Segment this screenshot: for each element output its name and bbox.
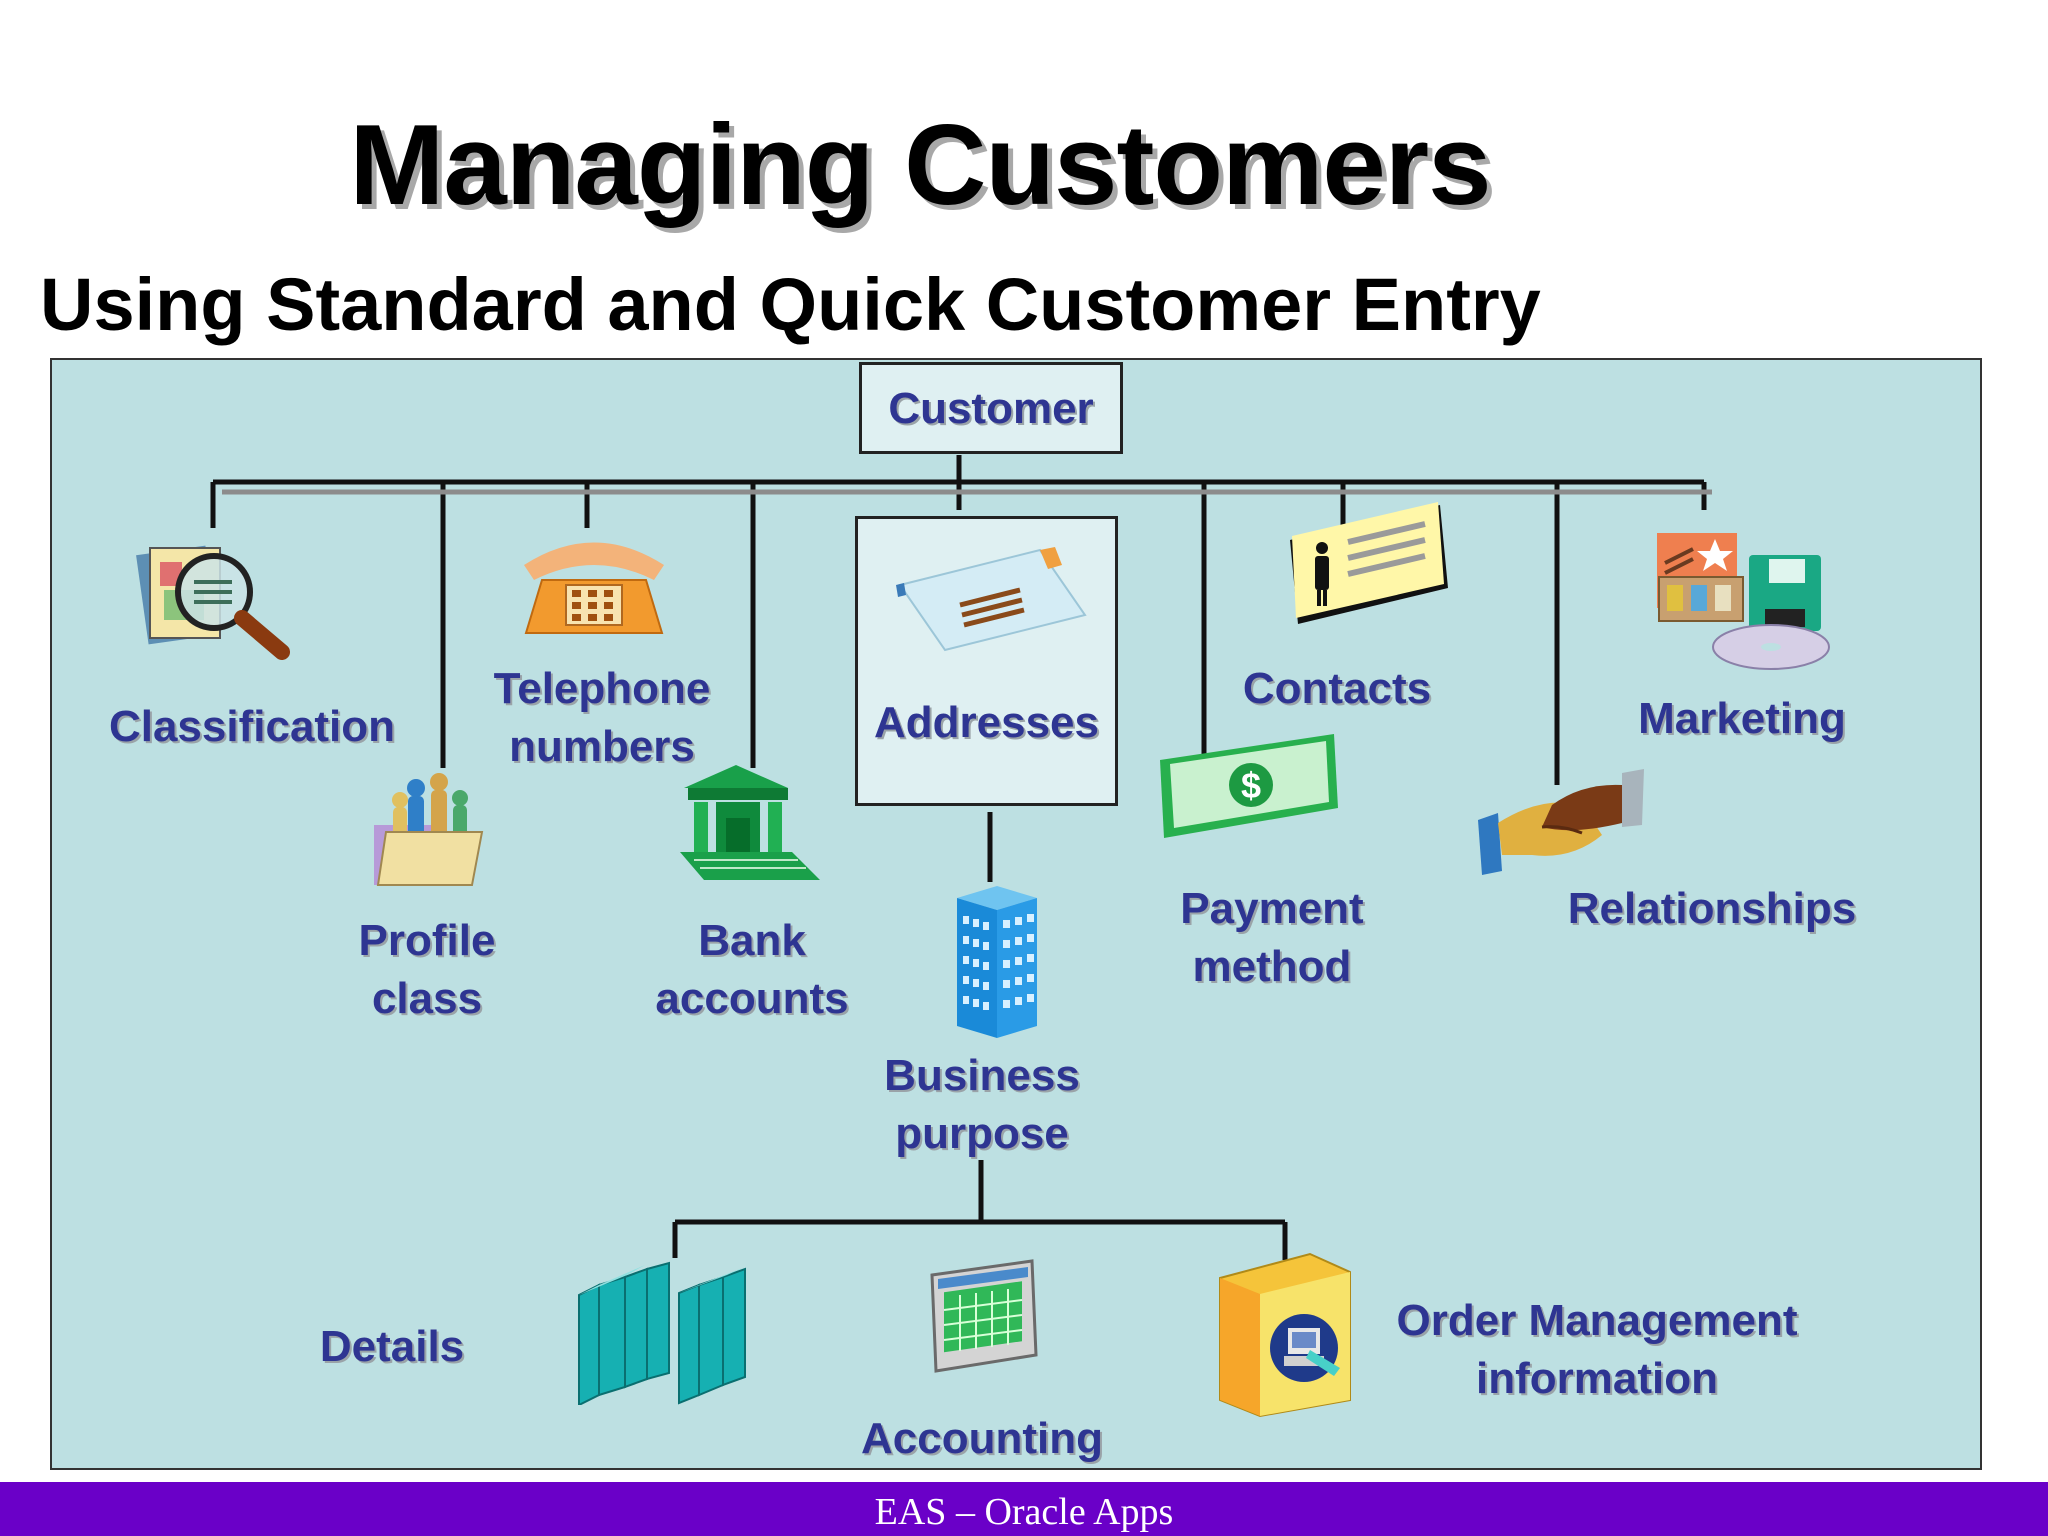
slide-subtitle: Using Standard and Quick Customer Entry — [40, 263, 1541, 346]
telephone-numbers-text: Telephone numbers — [493, 664, 711, 771]
order-management-icon — [1219, 1252, 1351, 1418]
order-management-label: Order Management information — [1367, 1292, 1827, 1408]
details-label: Details — [319, 1322, 465, 1371]
bank-accounts-label: Bank accounts — [632, 912, 872, 1028]
relationships-label: Relationships — [1567, 884, 1857, 933]
bank-accounts-text: Bank accounts — [655, 916, 849, 1023]
folder-people-icon — [374, 773, 484, 886]
envelope-icon — [896, 547, 1087, 652]
svg-text:$: $ — [1241, 765, 1261, 806]
customer-label: Customer — [888, 384, 1094, 433]
contact-card-icon — [1290, 502, 1448, 624]
binders-icon — [578, 1261, 746, 1405]
handshake-icon — [1478, 769, 1644, 875]
telephone-icon — [524, 542, 664, 634]
accounting-label: Accounting — [861, 1414, 1103, 1463]
business-purpose-text: Business purpose — [884, 1051, 1080, 1158]
marketing-media-icon — [1657, 533, 1830, 670]
connector-lines — [210, 455, 1712, 1260]
payment-method-text: Payment method — [1180, 884, 1364, 991]
telephone-numbers-label: Telephone numbers — [452, 660, 752, 776]
dollar-bill-icon: $ — [1160, 734, 1338, 838]
footer-text: EAS – Oracle Apps — [874, 1491, 1174, 1533]
magnifying-glass-icon — [136, 545, 290, 660]
classification-label: Classification — [108, 702, 396, 751]
profile-class-text: Profile class — [358, 916, 496, 1023]
profile-class-label: Profile class — [322, 912, 532, 1028]
addresses-label: Addresses — [873, 698, 1099, 747]
customer-node — [859, 362, 1123, 454]
order-management-text: Order Management information — [1396, 1296, 1798, 1403]
contacts-label: Contacts — [1242, 664, 1432, 713]
footer-bar — [0, 1482, 2048, 1536]
business-purpose-label: Business purpose — [872, 1047, 1092, 1163]
slide-title: Managing Customers — [349, 102, 1491, 229]
spreadsheet-icon — [930, 1259, 1038, 1373]
payment-method-label: Payment method — [1152, 880, 1392, 996]
diagram-panel: Customer — [50, 358, 1982, 1470]
office-building-icon — [957, 886, 1037, 1038]
marketing-label: Marketing — [1638, 694, 1846, 743]
bank-building-icon — [680, 765, 820, 880]
